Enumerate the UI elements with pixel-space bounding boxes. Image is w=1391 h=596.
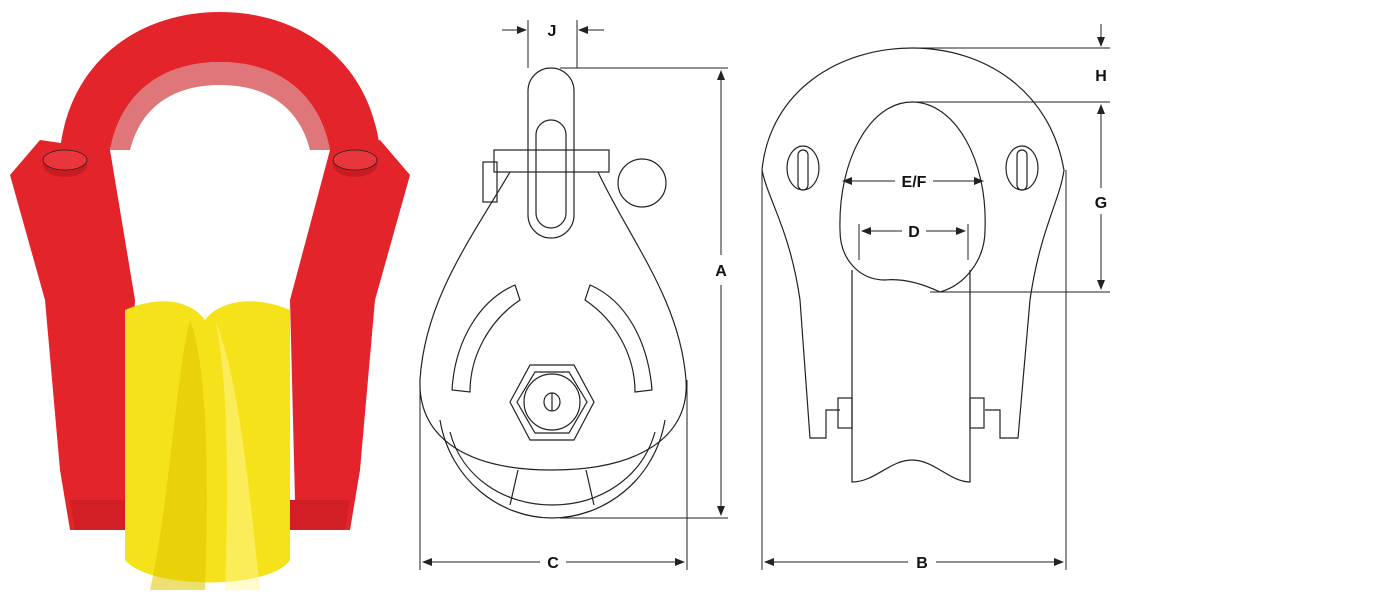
label-h: H [1095, 68, 1107, 85]
label-g: G [1095, 195, 1107, 212]
dimension-ef: E/F [842, 174, 984, 191]
label-j: J [548, 23, 557, 40]
dimension-j: J [502, 20, 604, 68]
dimension-g: G [930, 104, 1110, 293]
front-view [419, 67, 687, 519]
product-photo [10, 12, 410, 590]
label-c: C [547, 555, 559, 572]
dimension-h: H [912, 24, 1110, 103]
dimension-a: A [560, 67, 728, 519]
dimension-c: C [419, 380, 688, 572]
side-view [761, 47, 1065, 483]
dimension-b: B [761, 170, 1067, 572]
dimension-d: D [858, 224, 969, 260]
label-b: B [916, 555, 928, 572]
label-a: A [715, 263, 727, 280]
label-d: D [908, 224, 920, 241]
yellow-sheave [125, 301, 290, 590]
label-ef: E/F [902, 174, 927, 191]
